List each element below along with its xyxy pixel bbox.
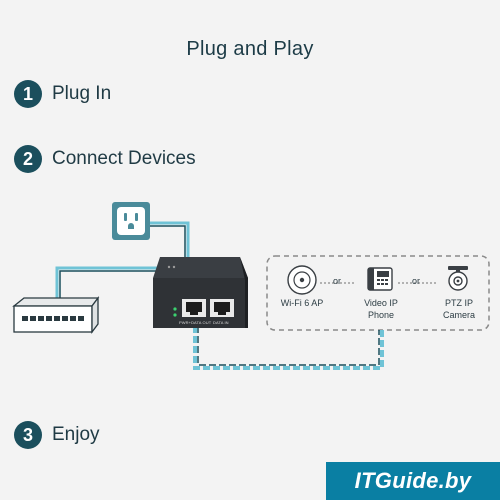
step-enjoy: 3 Enjoy xyxy=(14,421,100,449)
step-number: 3 xyxy=(14,421,42,449)
poe-cable-core xyxy=(197,326,380,366)
poe-out-port-label: PWR+DATA OUT xyxy=(179,320,212,325)
watermark-logo: ITGuide.by xyxy=(326,462,500,500)
step-number: 2 xyxy=(14,145,42,173)
data-in-port-label: DATA IN xyxy=(213,320,229,325)
ip-phone-icon xyxy=(367,267,393,291)
poe-injector xyxy=(153,257,248,328)
step-label: Enjoy xyxy=(52,424,100,445)
step-label: Connect Devices xyxy=(52,148,196,169)
step-connect-devices: 2 Connect Devices xyxy=(14,145,196,173)
step-number: 1 xyxy=(14,80,42,108)
ptz-camera-icon xyxy=(448,266,468,291)
or-separator-label: or xyxy=(412,276,421,286)
step-plug-in: 1 Plug In xyxy=(14,80,111,108)
power-outlet-icon xyxy=(112,202,150,240)
device-group-frame xyxy=(266,255,490,331)
device-label-camera: PTZ IP Camera xyxy=(442,298,475,320)
device-label-ip-phone: Video IP Phone xyxy=(364,298,398,320)
power-cable xyxy=(150,221,190,262)
or-separator-label: or xyxy=(333,276,342,286)
step-label: Plug In xyxy=(52,83,112,104)
link-led xyxy=(173,313,177,317)
network-switch-icon xyxy=(12,296,100,334)
poe-cable xyxy=(193,326,384,370)
access-point-icon xyxy=(287,265,317,295)
page-title: Plug and Play xyxy=(186,38,314,60)
power-cable-core xyxy=(150,225,186,262)
device-label-access-point: Wi-Fi 6 AP xyxy=(280,298,324,308)
power-led xyxy=(173,307,177,311)
